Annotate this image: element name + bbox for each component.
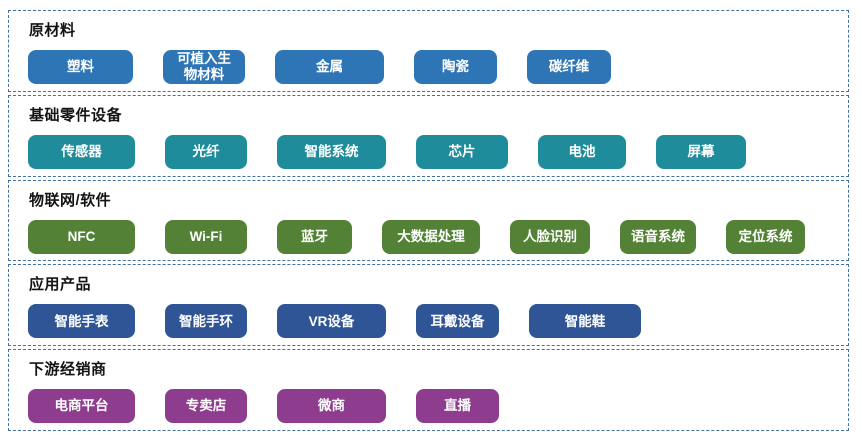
section-title: 应用产品 bbox=[29, 276, 92, 294]
section-iot-software: 物联网/软件 NFC Wi-Fi 蓝牙 大数据处理 人脸识别 语音系统 定位系统 bbox=[8, 179, 849, 262]
chain-node: 专卖店 bbox=[165, 389, 247, 424]
chain-node: 屏幕 bbox=[656, 134, 746, 169]
section-raw-materials: 原材料 塑料 可植入生物材料 金属 陶瓷 碳纤维 bbox=[8, 10, 849, 92]
chain-node: 塑料 bbox=[28, 50, 133, 84]
chain-node: 定位系统 bbox=[726, 219, 805, 254]
chain-node: 碳纤维 bbox=[527, 50, 611, 84]
section-title: 物联网/软件 bbox=[29, 191, 112, 209]
chain-node: 智能手环 bbox=[165, 304, 247, 339]
node-row: 电商平台 专卖店 微商 直播 bbox=[28, 389, 838, 424]
chain-node: 人脸识别 bbox=[510, 219, 590, 254]
chain-node: 电商平台 bbox=[28, 389, 135, 424]
chain-node: 陶瓷 bbox=[414, 50, 497, 84]
chain-node: 可植入生物材料 bbox=[163, 50, 245, 84]
chain-node: 语音系统 bbox=[620, 219, 696, 254]
section-application-products: 应用产品 智能手表 智能手环 VR设备 耳戴设备 智能鞋 bbox=[8, 264, 849, 347]
node-row: 传感器 光纤 智能系统 芯片 电池 屏幕 bbox=[28, 134, 838, 169]
chain-node: 电池 bbox=[538, 134, 626, 169]
chain-node: 直播 bbox=[416, 389, 499, 424]
chain-node: 大数据处理 bbox=[382, 219, 480, 254]
chain-node: 智能系统 bbox=[277, 134, 386, 169]
section-downstream-distributors: 下游经销商 电商平台 专卖店 微商 直播 bbox=[8, 349, 849, 431]
chain-node: 智能鞋 bbox=[529, 304, 641, 339]
chain-node: 微商 bbox=[277, 389, 386, 424]
chain-node: 芯片 bbox=[416, 134, 508, 169]
section-basic-components: 基础零件设备 传感器 光纤 智能系统 芯片 电池 屏幕 bbox=[8, 94, 849, 177]
chain-node: Wi-Fi bbox=[165, 219, 247, 254]
chain-node: 蓝牙 bbox=[277, 219, 352, 254]
node-row: 塑料 可植入生物材料 金属 陶瓷 碳纤维 bbox=[28, 50, 838, 84]
chain-node: NFC bbox=[28, 219, 135, 254]
section-title: 原材料 bbox=[29, 22, 76, 39]
node-row: 智能手表 智能手环 VR设备 耳戴设备 智能鞋 bbox=[28, 304, 838, 339]
chain-node: 传感器 bbox=[28, 134, 135, 169]
node-row: NFC Wi-Fi 蓝牙 大数据处理 人脸识别 语音系统 定位系统 bbox=[28, 219, 838, 254]
chain-node: 光纤 bbox=[165, 134, 247, 169]
industry-chain-diagram: 原材料 塑料 可植入生物材料 金属 陶瓷 碳纤维 基础零件设备 传感器 光纤 智… bbox=[8, 10, 849, 431]
chain-node: 智能手表 bbox=[28, 304, 135, 339]
section-title: 下游经销商 bbox=[29, 361, 107, 379]
chain-node: 金属 bbox=[275, 50, 384, 84]
section-title: 基础零件设备 bbox=[29, 106, 123, 124]
chain-node: VR设备 bbox=[277, 304, 386, 339]
chain-node: 耳戴设备 bbox=[416, 304, 499, 339]
